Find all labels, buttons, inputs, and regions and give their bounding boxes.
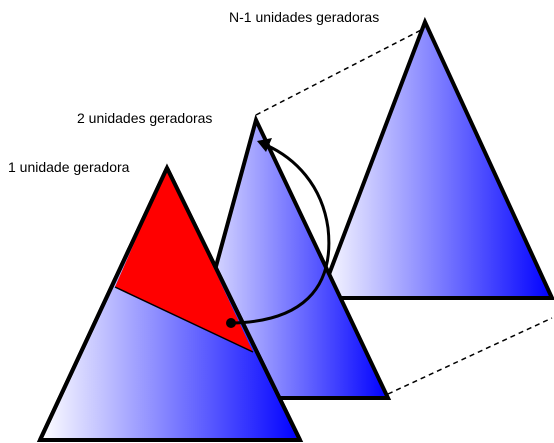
front-triangle-right-edge: [165, 167, 302, 441]
highlighted-unit-region: [115, 168, 253, 352]
perspective-dashed-line-bottom: [387, 317, 553, 395]
front-triangle-left-edge: [38, 167, 169, 441]
label-n-minus-1-units: N-1 unidades geradoras: [229, 9, 379, 25]
curved-arrow: [230, 143, 331, 325]
perspective-dashed-line-top: [255, 27, 426, 116]
arrow-origin-dot: [226, 318, 236, 328]
triangle-n-minus-1-units: [317, 16, 554, 300]
arrowhead-icon: [257, 138, 272, 152]
label-2-units: 2 unidades geradoras: [77, 110, 212, 126]
label-1-unit: 1 unidade geradora: [8, 159, 130, 175]
highlight-divider-line: [114, 286, 254, 353]
